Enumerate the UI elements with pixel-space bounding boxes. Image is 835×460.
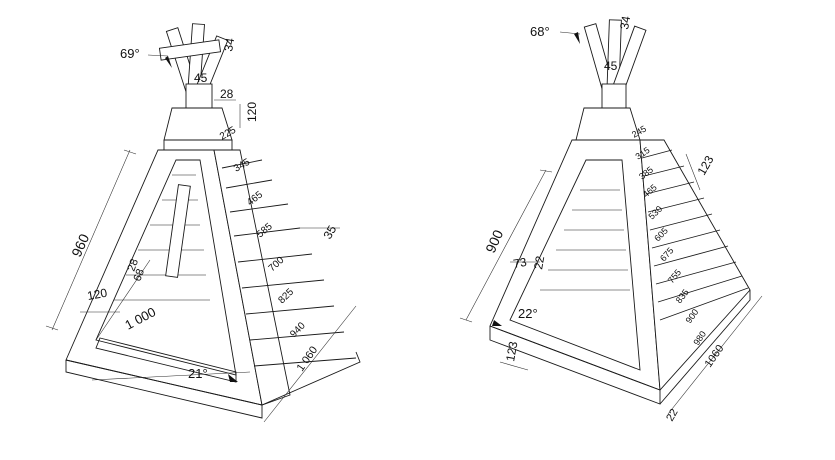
right-base-b: 22 (664, 407, 681, 424)
left-cap-w: 28 (220, 87, 234, 101)
right-inner-boards (540, 189, 630, 291)
right-base-h: 123 (503, 340, 520, 362)
left-inner-boards (114, 174, 210, 301)
left-side-boards (213, 149, 361, 406)
left-pole-angle: 45 (194, 71, 208, 85)
left-teepee: 69° 21° 960 1 000 1 060 34 45 28 120 35 … (45, 23, 361, 423)
right-dimensions (459, 31, 763, 415)
right-cap (575, 107, 641, 141)
left-base-h: 120 (86, 286, 108, 303)
left-dimensions (45, 54, 357, 423)
right-side-b: 22 (531, 255, 547, 271)
left-poles (158, 23, 229, 109)
left-frame-b: 68 (132, 267, 147, 283)
right-front-opening (509, 159, 641, 371)
right-angle-top: 68° (530, 24, 550, 39)
right-pole-angle: 45 (604, 59, 618, 73)
left-depth-dim: 1 060 (295, 344, 321, 373)
left-frame-a: 28 (126, 257, 141, 273)
left-height-dim: 960 (68, 231, 92, 259)
right-side-boards (639, 139, 751, 392)
left-pole-dim: 34 (221, 37, 237, 53)
left-cap-h: 120 (245, 102, 259, 122)
board-label: 940 (288, 320, 308, 340)
board-label: 700 (267, 255, 287, 275)
left-angle-bottom: 21° (188, 366, 208, 381)
left-board-dim: 35 (320, 223, 339, 242)
board-label: 825 (276, 286, 296, 306)
right-teepee: 68° 22° 900 1060 34 45 123 73 22 123 22 … (459, 15, 763, 424)
right-depth-dim: 1060 (703, 343, 727, 370)
left-angle-top: 69° (120, 46, 140, 61)
right-side-a: 73 (512, 255, 528, 271)
right-pole-dim: 34 (617, 15, 633, 31)
right-board-h: 123 (694, 153, 716, 178)
right-angle-bottom: 22° (518, 306, 538, 321)
